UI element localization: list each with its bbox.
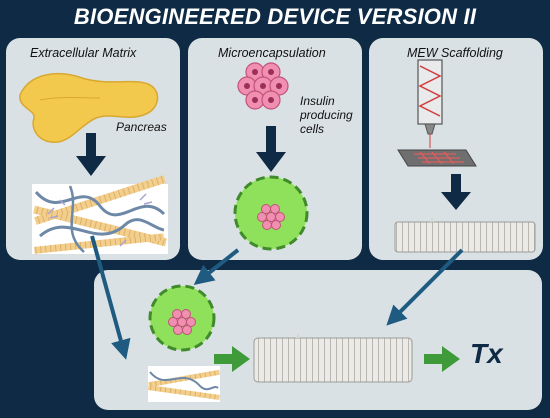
microencapsulation-heading: Microencapsulation — [218, 46, 326, 60]
arrow-scaffold-to-transplant — [424, 346, 460, 372]
insulin-cells-label-line-3: cells — [300, 122, 325, 136]
mew-scaffolding-heading: MEW Scaffolding — [407, 46, 503, 60]
arrow-scaffold-to-device — [386, 248, 464, 326]
transplant-label: Tx — [470, 338, 503, 369]
insulin-cells-label-line-2: producing — [300, 108, 353, 122]
arrow-pancreas-to-matrix — [76, 133, 106, 176]
extracellular-matrix-illustration — [32, 175, 168, 254]
bottom-capsule-illustration — [148, 284, 216, 352]
arrow-components-to-scaffold — [214, 346, 250, 372]
mew-scaffold-illustration — [394, 217, 536, 253]
mew-printer-illustration — [397, 59, 477, 167]
ecm-heading: Extracellular Matrix — [30, 46, 137, 60]
insulin-cell-cluster — [237, 62, 289, 110]
arrow-printer-to-scaffold — [441, 174, 471, 210]
pancreas-illustration — [19, 72, 159, 143]
diagram-title: BIOENGINEERED DEVICE VERSION II — [73, 4, 477, 29]
insulin-cells-label: Insulin producing cells — [300, 94, 353, 136]
bottom-matrix-illustration — [147, 366, 220, 402]
microcapsule-illustration — [233, 175, 309, 251]
insulin-cells-label-line-1: Insulin — [300, 94, 335, 108]
assembled-scaffold-illustration — [253, 333, 413, 383]
pancreas-label: Pancreas — [116, 120, 167, 134]
arrow-capsule-to-device — [193, 248, 240, 285]
arrow-matrix-to-device — [90, 235, 131, 360]
arrow-cells-to-capsule — [256, 126, 286, 172]
